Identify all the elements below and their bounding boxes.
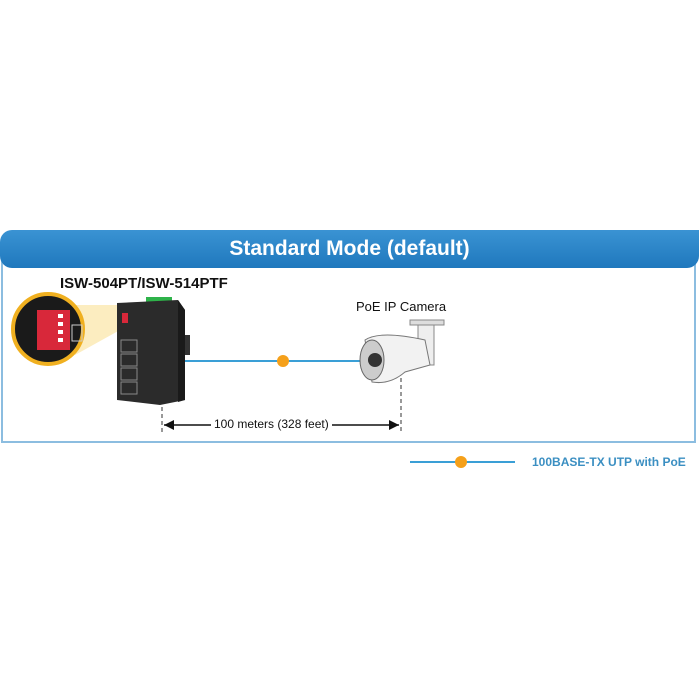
distance-label: 100 meters (328 feet)	[211, 417, 332, 431]
diagram-frame	[1, 231, 696, 443]
legend-poe-dot-icon	[455, 456, 467, 468]
poe-switch-icon	[117, 297, 190, 405]
mode-banner: Standard Mode (default)	[0, 230, 699, 268]
legend-label: 100BASE-TX UTP with PoE	[532, 455, 686, 469]
camera-label: PoE IP Camera	[356, 299, 447, 314]
poe-dot-icon	[277, 355, 289, 367]
ip-camera-icon	[359, 319, 445, 383]
device-model-label: ISW-504PT/ISW-514PTF	[60, 275, 228, 292]
dip-switch-zoom-icon	[11, 292, 85, 366]
